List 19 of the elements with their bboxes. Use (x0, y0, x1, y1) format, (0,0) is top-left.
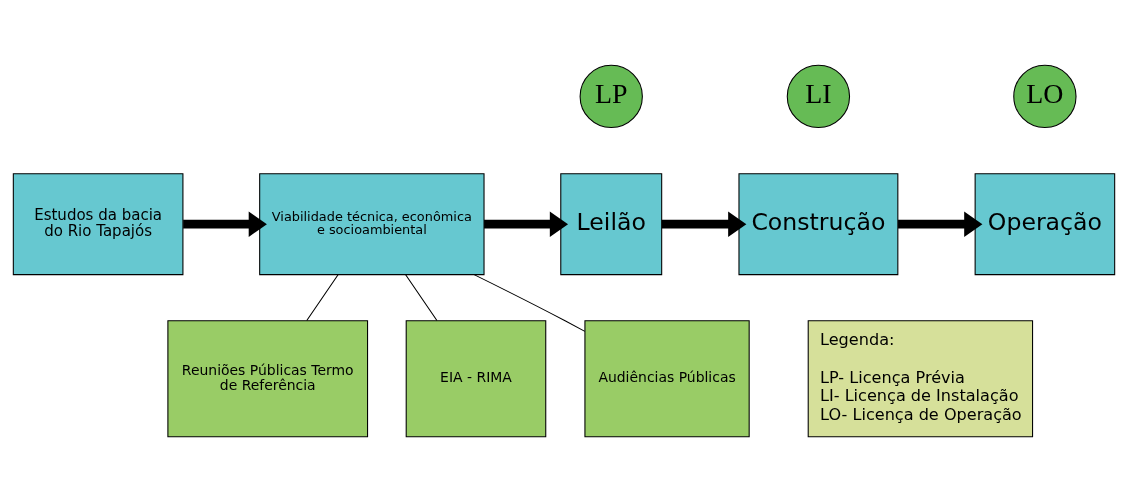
connector (405, 274, 438, 321)
connector (306, 274, 339, 321)
arrow (183, 211, 267, 237)
node-box: Operação (974, 173, 1116, 276)
node-circle: LO (1013, 64, 1077, 129)
node-box: Construção (738, 173, 899, 276)
node-box: Estudos da bacia do Rio Tapajós (12, 173, 184, 276)
arrow (484, 211, 569, 237)
node-circle: LI (786, 64, 851, 129)
node-circle: LP (579, 64, 643, 129)
node-box: Viabilidade técnica, econômica e socioambiental (259, 173, 485, 276)
node-box: EIA - RIMA (405, 320, 547, 438)
node-box: Legenda: LP- Licença Prévia LI- Licença de Instalação LO- Licença de Operação (807, 320, 1034, 438)
arrow (661, 211, 747, 237)
node-box: Audiências Públicas (584, 320, 750, 438)
node-box: Reuniões Públicas Termo de Referência (167, 320, 369, 438)
connector (473, 274, 586, 332)
arrow (898, 211, 983, 237)
node-box: Leilão (560, 173, 663, 276)
